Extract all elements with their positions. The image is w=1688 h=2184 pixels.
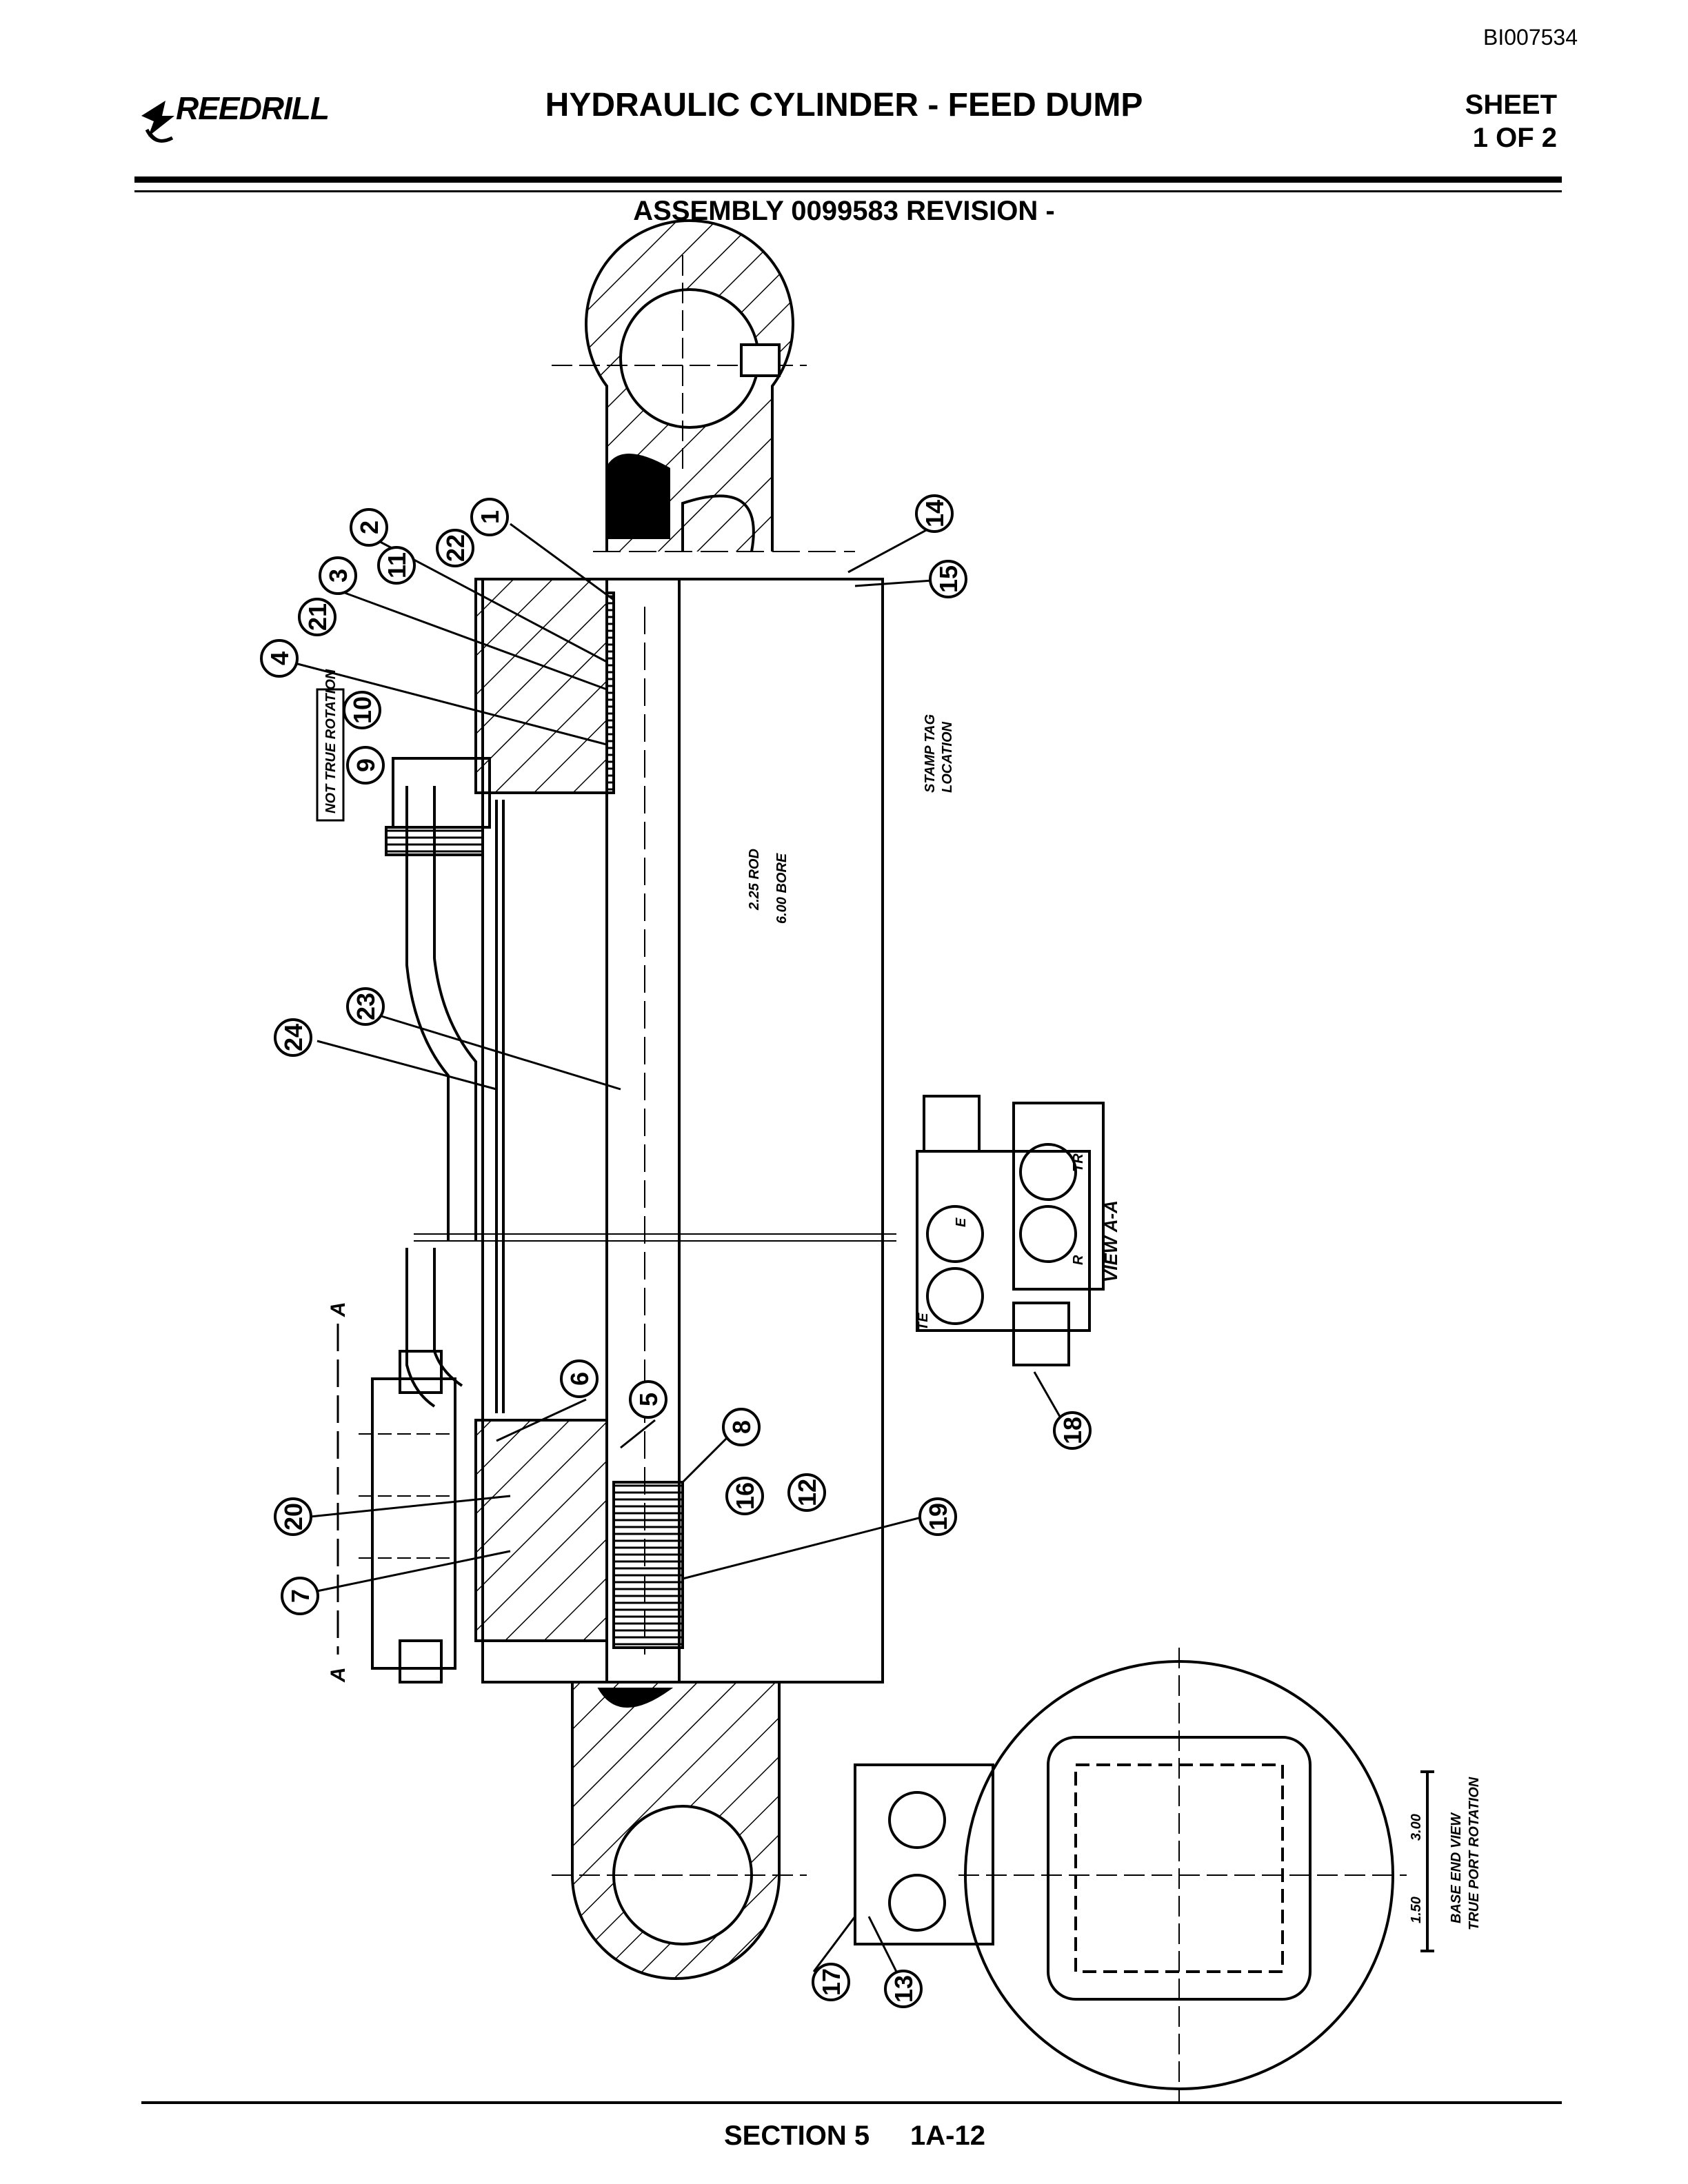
document-id: BI007534 xyxy=(1483,25,1578,50)
section-a-bottom: A xyxy=(327,1667,350,1683)
port-tr-label: TR xyxy=(1071,1153,1086,1172)
svg-text:12: 12 xyxy=(793,1479,821,1506)
callout-5: 5 xyxy=(629,1380,667,1419)
callout-1: 1 xyxy=(470,498,509,536)
callout-8: 8 xyxy=(722,1408,761,1446)
svg-text:4: 4 xyxy=(265,651,294,665)
rod-diameter-label: 2.25 ROD xyxy=(747,849,762,911)
section-a-top: A xyxy=(327,1302,350,1317)
base-end-view xyxy=(854,1648,1434,2103)
port-te-label: TE xyxy=(916,1313,931,1331)
drawing-labels: NOT TRUE ROTATION STAMP TAG LOCATION 2.2… xyxy=(316,669,1482,1930)
callout-4: 4 xyxy=(260,639,299,678)
callout-11: 11 xyxy=(377,546,416,585)
footer-rule xyxy=(141,2101,1562,2104)
sheet-number: SHEET 1 OF 2 xyxy=(1465,88,1557,154)
svg-text:14: 14 xyxy=(921,500,949,527)
callout-22: 22 xyxy=(436,529,474,567)
callout-20: 20 xyxy=(274,1497,312,1536)
port-e-label: E xyxy=(954,1217,969,1227)
callout-19: 19 xyxy=(918,1497,957,1536)
svg-text:16: 16 xyxy=(731,1482,759,1510)
svg-text:17: 17 xyxy=(817,1968,845,1996)
view-aa-label: VIEW A-A xyxy=(1101,1200,1121,1282)
bore-diameter-label: 6.00 BORE xyxy=(774,853,790,924)
sheet-count: 1 OF 2 xyxy=(1472,123,1557,153)
callout-9: 9 xyxy=(346,746,385,785)
svg-text:3: 3 xyxy=(324,569,352,583)
logo-text: REEDRILL xyxy=(176,90,330,126)
callout-16: 16 xyxy=(725,1477,764,1515)
svg-text:8: 8 xyxy=(727,1420,756,1434)
view-aa xyxy=(916,1095,1105,1366)
svg-text:23: 23 xyxy=(352,993,380,1020)
svg-text:22: 22 xyxy=(441,534,470,562)
reedrill-logo: REEDRILL xyxy=(134,88,341,150)
logo-mark-icon xyxy=(141,101,174,143)
svg-text:6: 6 xyxy=(565,1372,594,1386)
svg-text:2: 2 xyxy=(355,520,383,534)
svg-text:15: 15 xyxy=(934,565,963,593)
page-title: HYDRAULIC CYLINDER - FEED DUMP xyxy=(545,87,1143,123)
not-true-rotation-label: NOT TRUE ROTATION xyxy=(323,669,339,813)
counterbalance-valve xyxy=(336,1324,456,1684)
callout-17: 17 xyxy=(812,1963,850,2001)
callout-18: 18 xyxy=(1053,1411,1092,1450)
port-r-label: R xyxy=(1071,1255,1086,1265)
sheet-label: SHEET xyxy=(1465,90,1557,120)
svg-text:9: 9 xyxy=(352,758,380,772)
callout-7: 7 xyxy=(281,1577,319,1615)
base-clevis xyxy=(552,1682,807,1980)
rod-eye xyxy=(552,219,807,552)
svg-text:5: 5 xyxy=(634,1393,663,1406)
svg-text:11: 11 xyxy=(383,552,411,578)
callout-23: 23 xyxy=(346,987,385,1026)
cylinder-barrel xyxy=(414,551,896,1684)
svg-text:18: 18 xyxy=(1058,1417,1087,1444)
callout-12: 12 xyxy=(787,1473,826,1512)
callout-21: 21 xyxy=(298,598,336,636)
svg-text:20: 20 xyxy=(279,1503,308,1530)
svg-text:13: 13 xyxy=(890,1975,918,2003)
dimension-3-00: 3.00 xyxy=(1409,1814,1424,1841)
not-true-rotation-box xyxy=(316,688,345,822)
stamp-tag-location-label: LOCATION xyxy=(940,721,955,793)
callout-3: 3 xyxy=(319,556,357,595)
callout-2: 2 xyxy=(350,508,388,547)
callout-13: 13 xyxy=(884,1970,923,2008)
true-port-rotation-label: TRUE PORT ROTATION xyxy=(1467,1777,1482,1930)
callout-15: 15 xyxy=(929,560,967,598)
svg-text:19: 19 xyxy=(924,1503,952,1530)
footer-page: 1A-12 xyxy=(910,2121,985,2151)
callout-10: 10 xyxy=(343,691,381,729)
callout-balloons: 1 2 3 4 5 6 7 8 9 10 11 12 13 14 15 16 1… xyxy=(260,494,1092,2008)
svg-text:24: 24 xyxy=(279,1024,308,1051)
leader-lines xyxy=(289,523,1063,1972)
header-rule-thin xyxy=(134,190,1562,192)
svg-text:10: 10 xyxy=(348,696,376,724)
footer-section: SECTION 5 xyxy=(724,2121,870,2151)
header-rule-thick xyxy=(134,176,1562,183)
stamp-tag-label: STAMP TAG xyxy=(923,714,938,793)
base-end-view-label: BASE END VIEW xyxy=(1449,1812,1464,1923)
dimension-1-50: 1.50 xyxy=(1409,1897,1424,1923)
svg-text:1: 1 xyxy=(476,510,504,524)
callout-14: 14 xyxy=(915,494,954,533)
callout-6: 6 xyxy=(560,1359,599,1398)
svg-text:7: 7 xyxy=(286,1589,314,1603)
callout-24: 24 xyxy=(274,1018,312,1057)
svg-text:21: 21 xyxy=(303,603,332,631)
